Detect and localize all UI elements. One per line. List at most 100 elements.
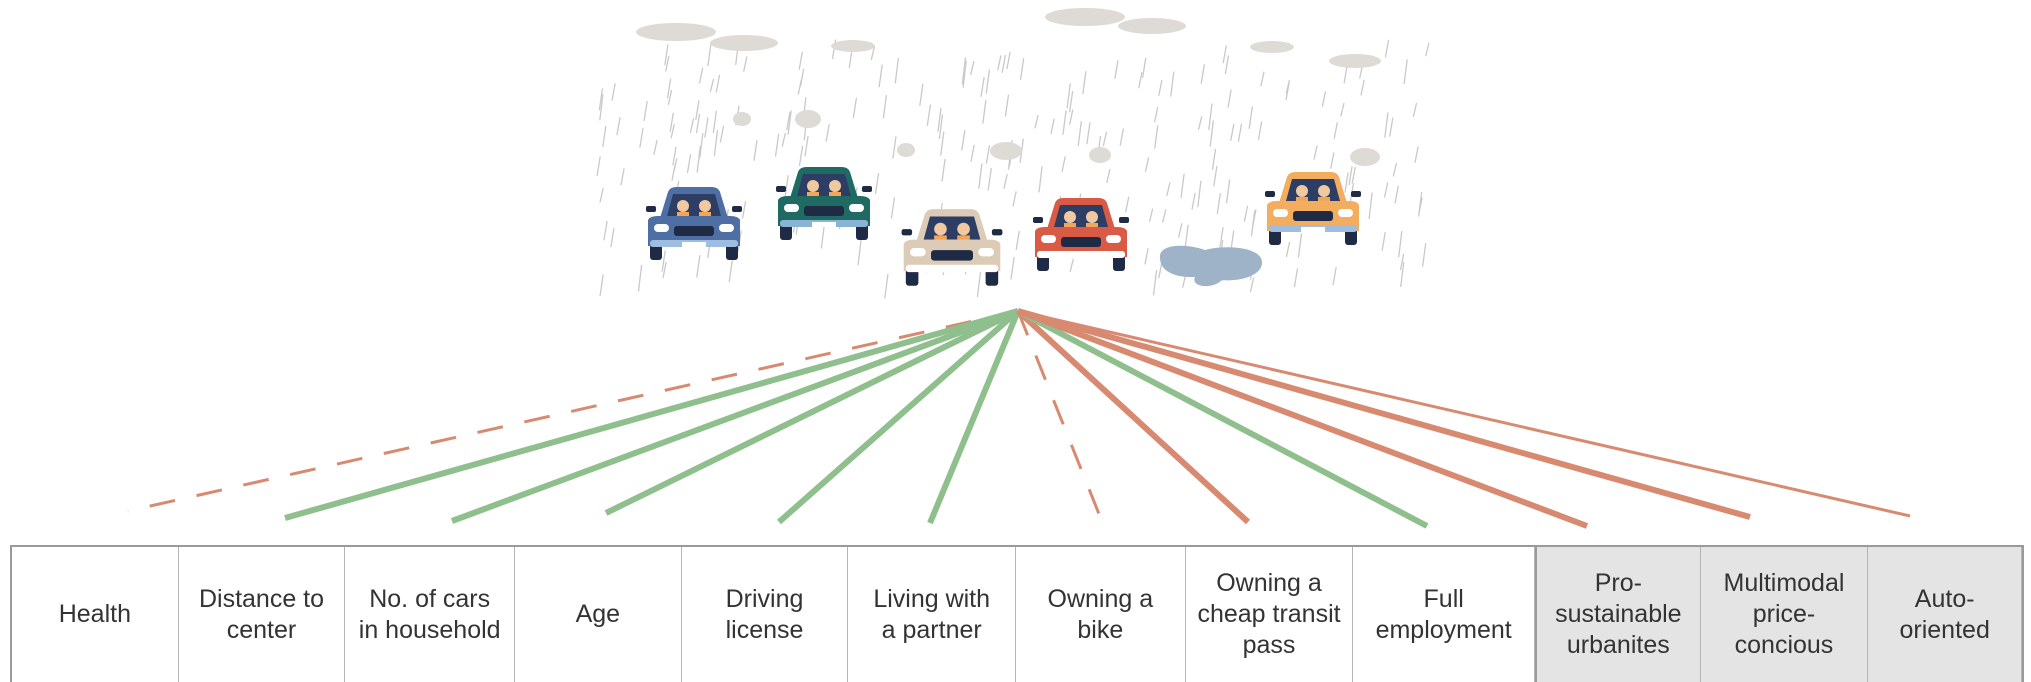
rain-streak bbox=[1418, 197, 1423, 213]
rain-streak bbox=[598, 88, 604, 111]
rain-streak bbox=[1086, 122, 1091, 145]
rain-streak bbox=[1114, 60, 1119, 80]
rain-streak bbox=[1368, 192, 1373, 220]
cloud bbox=[710, 35, 778, 51]
rain-streak bbox=[919, 83, 924, 106]
rain-streak bbox=[961, 57, 967, 85]
rain-streak bbox=[882, 94, 888, 119]
rain-streak bbox=[987, 167, 992, 191]
rain-streak bbox=[787, 110, 792, 135]
rain-streak bbox=[741, 201, 747, 219]
rain-streak bbox=[1125, 196, 1130, 213]
rain-streak bbox=[662, 261, 667, 279]
rain-streak bbox=[653, 139, 658, 155]
rain-streak bbox=[1248, 106, 1253, 129]
rain-streak bbox=[874, 172, 880, 195]
rain-streak bbox=[1227, 89, 1232, 108]
rain-streak bbox=[1152, 269, 1158, 296]
factor-label: Driving license bbox=[725, 584, 804, 644]
cloud bbox=[1118, 18, 1186, 34]
rain-streak bbox=[1297, 233, 1303, 258]
rain-streak bbox=[997, 55, 1002, 71]
rain-streak bbox=[1106, 169, 1111, 184]
cloud bbox=[1089, 147, 1111, 163]
rain-streak bbox=[1249, 277, 1255, 293]
rain-streak bbox=[1182, 274, 1187, 288]
rain-streak bbox=[852, 97, 858, 119]
cloud bbox=[831, 40, 875, 52]
rain-streak bbox=[1425, 42, 1430, 57]
rain-streak bbox=[696, 255, 701, 278]
influence-line bbox=[1016, 310, 1103, 520]
rain-streak bbox=[1015, 230, 1020, 251]
factor-cell: Owning a bike bbox=[1016, 547, 1186, 682]
rain-streak bbox=[643, 100, 648, 122]
rain-streak bbox=[664, 44, 669, 66]
rain-streak bbox=[985, 69, 990, 94]
profile-cell: Pro- sustainable urbanites bbox=[1534, 547, 1701, 682]
factor-label: Full employment bbox=[1375, 584, 1512, 644]
rain-streak bbox=[1219, 227, 1224, 248]
rain-streak bbox=[892, 136, 897, 159]
rain-streak bbox=[1222, 45, 1227, 64]
rain-streak bbox=[878, 64, 883, 88]
rain-streak bbox=[1144, 157, 1150, 172]
rain-streak bbox=[1010, 256, 1015, 280]
rain-streak bbox=[1230, 123, 1235, 141]
influence-line bbox=[1016, 308, 1429, 529]
rain-streak bbox=[661, 250, 666, 272]
rain-streak bbox=[1332, 266, 1337, 286]
rain-streak bbox=[1061, 156, 1066, 173]
rain-streak bbox=[1257, 121, 1263, 140]
rain-streak bbox=[781, 132, 786, 147]
rain-streak bbox=[890, 197, 896, 219]
factor-cell: Health bbox=[12, 547, 179, 682]
rain-streak bbox=[1260, 71, 1265, 87]
rain-streak bbox=[1144, 248, 1149, 265]
rain-streak bbox=[1082, 70, 1087, 95]
influence-line bbox=[1017, 309, 1911, 518]
rain-streak bbox=[1394, 185, 1399, 204]
factor-cell: Living with a partner bbox=[848, 547, 1017, 682]
rain-streak bbox=[941, 158, 946, 182]
rain-streak bbox=[1216, 193, 1221, 215]
rain-streak bbox=[1344, 172, 1349, 193]
rain-streak bbox=[1034, 114, 1039, 129]
factor-label: Age bbox=[575, 600, 621, 628]
rain-streak bbox=[599, 274, 604, 297]
rain-streak bbox=[1243, 205, 1249, 222]
rain-streak bbox=[695, 100, 700, 121]
rain-streak bbox=[1381, 231, 1386, 252]
factor-label: Living with a partner bbox=[873, 584, 991, 644]
rain-streak bbox=[1285, 241, 1291, 258]
rain-streak bbox=[743, 56, 748, 72]
rain-streaks bbox=[596, 39, 1430, 299]
rain-streak bbox=[665, 55, 670, 72]
rain-streak bbox=[1224, 55, 1230, 75]
rain-streak bbox=[1142, 57, 1147, 79]
car-icon bbox=[646, 187, 742, 260]
influence-line bbox=[1017, 308, 1751, 520]
rain-streak bbox=[1158, 79, 1163, 96]
influence-line bbox=[1015, 308, 1251, 525]
rain-streak bbox=[1003, 173, 1008, 189]
rain-streak bbox=[596, 156, 601, 176]
rain-streak bbox=[926, 104, 932, 126]
rain-streak bbox=[1313, 145, 1318, 160]
factor-label: Owning a cheap transit pass bbox=[1197, 569, 1341, 659]
rain-streak bbox=[1211, 148, 1217, 170]
rain-streak bbox=[753, 139, 758, 161]
cloud bbox=[1045, 8, 1125, 26]
factor-label: Pro- sustainable urbanites bbox=[1555, 569, 1682, 659]
rain-streak bbox=[1119, 128, 1124, 146]
rain-streak bbox=[870, 45, 876, 61]
rain-streak bbox=[797, 79, 802, 95]
rain-streak bbox=[698, 67, 704, 84]
rain-streak bbox=[699, 133, 704, 158]
rain-streak bbox=[962, 60, 967, 88]
rain-streak bbox=[970, 144, 975, 162]
car-icon bbox=[1265, 172, 1361, 245]
rain-streak bbox=[704, 117, 709, 138]
rain-streak bbox=[712, 110, 718, 133]
rain-streak bbox=[985, 145, 991, 164]
